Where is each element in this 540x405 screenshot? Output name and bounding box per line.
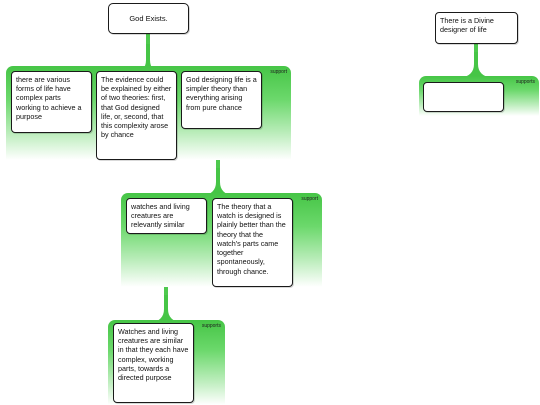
premise-node-relevantly-similar[interactable]: watches and living creatures are relevan… (126, 198, 207, 234)
premise-text: God designing life is a simpler theory t… (186, 75, 257, 112)
premise-node-two-theories[interactable]: The evidence could be explained by eithe… (96, 71, 177, 160)
connector-fan-low (150, 295, 182, 323)
premise-node-watch-designed[interactable]: The theory that a watch is designed is p… (212, 198, 293, 287)
right-group-label: supports (515, 79, 535, 85)
main-group-label: support (270, 69, 287, 75)
premise-text: The theory that a watch is designed is p… (217, 202, 286, 276)
empty-premise-node[interactable] (423, 82, 504, 112)
premise-text: there are various forms of life have com… (16, 75, 82, 121)
premise-node-complex-parts[interactable]: there are various forms of life have com… (11, 71, 92, 133)
mid-group-label: support (301, 196, 318, 202)
root-claim-text: God Exists. (129, 14, 168, 23)
premise-text: watches and living creatures are relevan… (131, 202, 190, 230)
low-group-label: supports (201, 323, 221, 329)
root-claim-node[interactable]: God Exists. (108, 3, 189, 34)
right-claim-text: There is a Divine designer of life (440, 16, 494, 35)
premise-node-similar-parts[interactable]: Watches and living creatures are similar… (113, 323, 194, 403)
connector-fan-mid (202, 168, 234, 196)
connector-fan-root (132, 44, 164, 74)
connector-main-mid (216, 128, 220, 196)
premise-text: The evidence could be explained by eithe… (101, 75, 172, 140)
premise-text: Watches and living creatures are similar… (118, 327, 189, 383)
connector-fan-right (460, 52, 492, 78)
premise-node-simpler-theory[interactable]: God designing life is a simpler theory t… (181, 71, 262, 129)
right-claim-node[interactable]: There is a Divine designer of life (435, 12, 518, 44)
